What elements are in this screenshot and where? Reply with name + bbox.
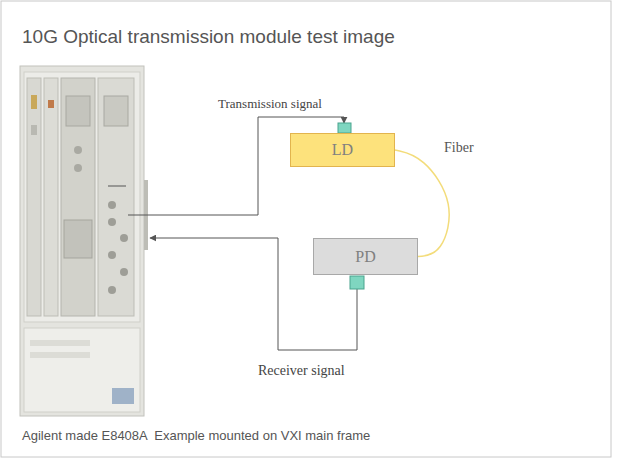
panel-display [104, 96, 128, 126]
module-slot [27, 78, 41, 316]
vent [30, 340, 90, 346]
node-label: LD [332, 141, 353, 159]
panel-connector [74, 164, 82, 172]
signal-label: Transmission signal [218, 96, 322, 112]
card-cage [24, 72, 140, 322]
module-slot [98, 78, 134, 316]
panel-port [64, 220, 92, 258]
diagram-title: 10G Optical transmission module test ima… [22, 26, 395, 48]
panel-connector [120, 268, 128, 276]
panel-led [48, 100, 54, 108]
signal-label: Receiver signal [258, 363, 345, 379]
mainframe-body [20, 66, 144, 416]
pd-connector [350, 276, 364, 289]
fiber-label: Fiber [442, 140, 476, 156]
laser-diode-box: LD [290, 133, 395, 167]
node-label: PD [355, 248, 375, 266]
panel-connector [120, 234, 128, 242]
mainframe-base [24, 328, 140, 412]
panel-connector [108, 251, 116, 259]
brand-badge [112, 388, 134, 404]
diagram-caption: Agilent made E8408A Example mounted on V… [22, 428, 370, 443]
photodiode-box: PD [313, 238, 418, 275]
module-slot [44, 78, 58, 316]
panel-connector [108, 218, 116, 226]
panel-display [66, 96, 90, 126]
panel-led [31, 95, 37, 109]
vxi-mainframe-photo [20, 66, 148, 416]
panel-connector [108, 286, 116, 294]
module-slot [61, 78, 95, 316]
panel-led [31, 125, 37, 135]
panel-connector [74, 146, 82, 154]
vent [30, 352, 90, 358]
ld-connector [338, 123, 351, 133]
panel-connector [108, 201, 116, 209]
panel-mark [108, 186, 126, 187]
